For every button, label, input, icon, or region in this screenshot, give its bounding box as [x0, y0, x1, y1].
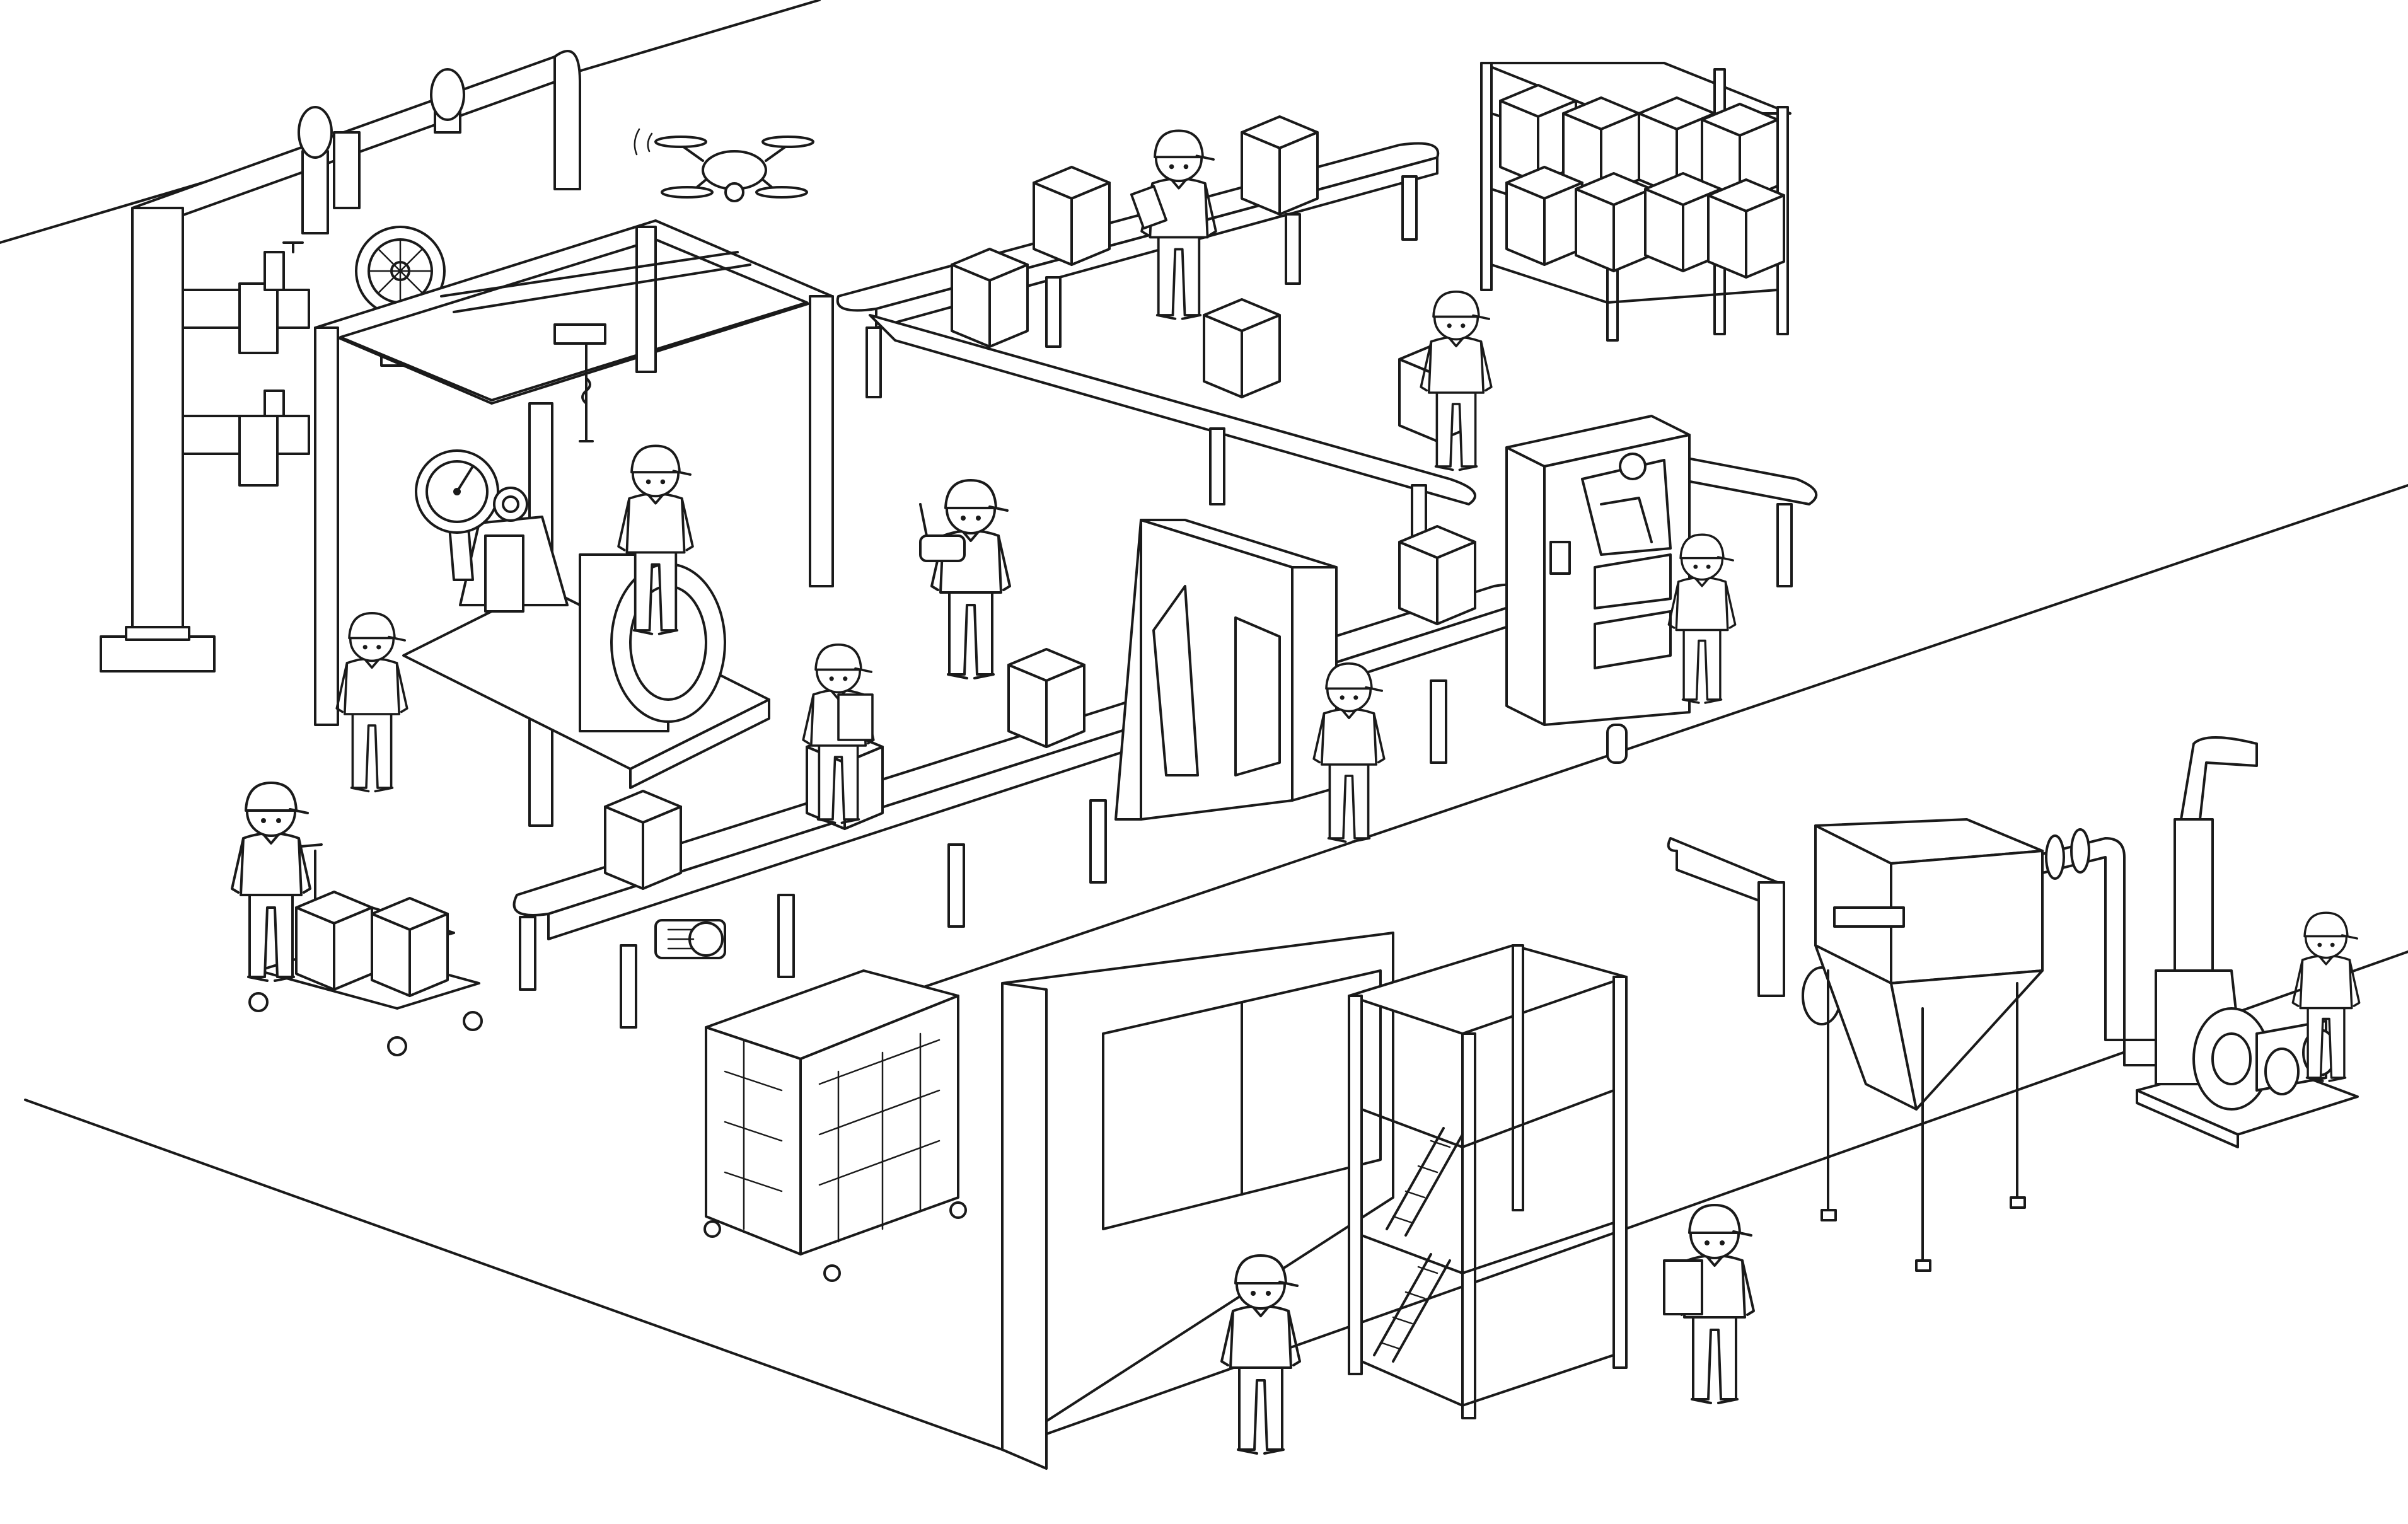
ladder	[1373, 1127, 1464, 1363]
hand-cart	[248, 843, 483, 1056]
storage-rack-boxes	[1499, 84, 1785, 279]
scanner-gate	[1114, 519, 1338, 821]
conveyor-belt-right	[1663, 453, 1818, 587]
hoist-gantry	[314, 219, 834, 827]
worker-clipboard-conveyor	[802, 643, 875, 824]
worker-box-handler	[1420, 290, 1493, 471]
pipe-network	[100, 50, 581, 673]
pressure-gauge-icon	[415, 449, 528, 581]
partition-wall	[1001, 932, 1394, 1470]
clipboard-icon	[837, 693, 874, 741]
window-panel	[1102, 969, 1382, 1230]
worker-clipboard-right	[1663, 1204, 1755, 1404]
scaffold-tower	[1348, 944, 1628, 1419]
dust-collector	[1667, 818, 2126, 1272]
conveyor-motor	[654, 919, 726, 959]
clipboard-icon	[1663, 1259, 1703, 1315]
worker-kneeling	[335, 611, 408, 793]
remote-controller-icon	[919, 503, 966, 562]
clipboard-icon	[1130, 185, 1168, 230]
worker-drone-operator	[919, 479, 1011, 679]
drone-icon	[634, 128, 814, 202]
packing-machine	[1505, 415, 1691, 764]
wire-cage-cart	[703, 969, 967, 1282]
worker-inspector-upper	[1130, 129, 1217, 320]
